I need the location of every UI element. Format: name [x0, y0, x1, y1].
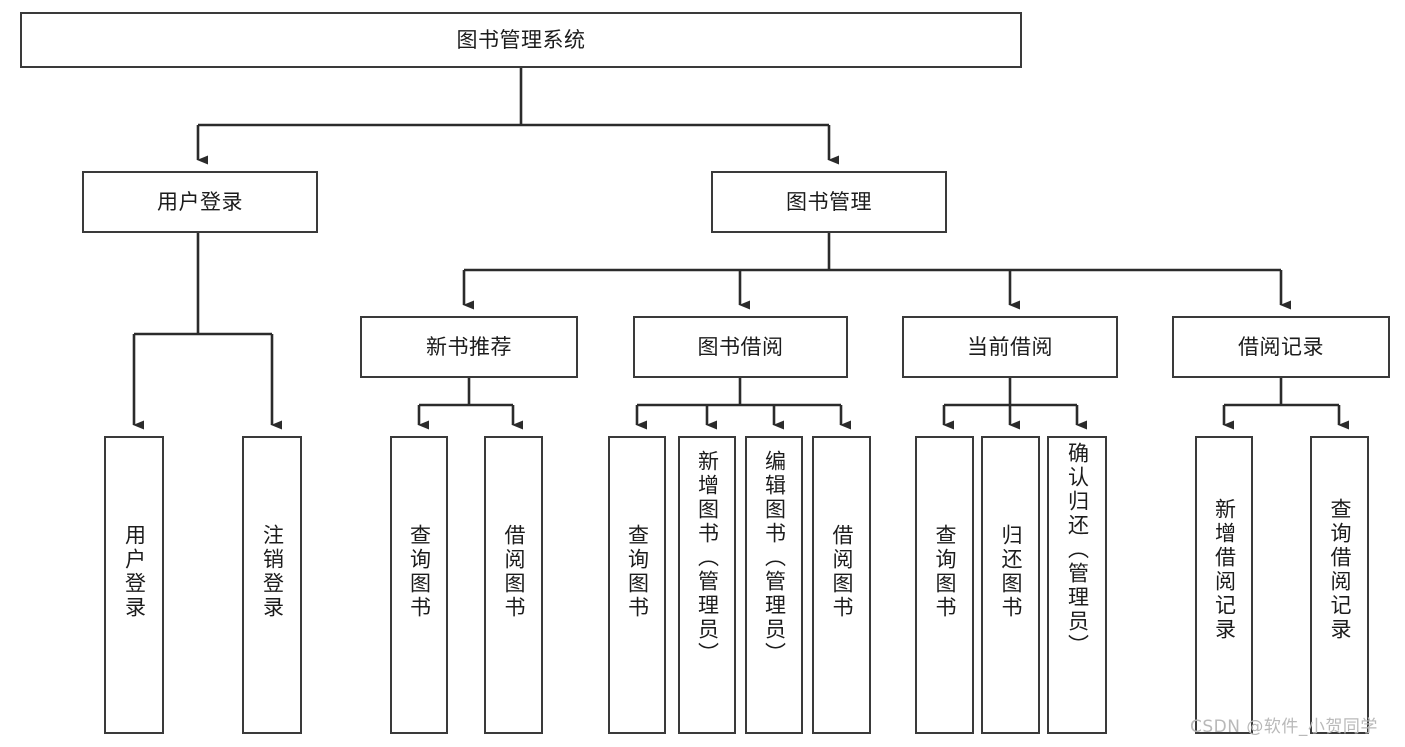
node-current-borrow[interactable]: 当前借阅	[902, 316, 1118, 378]
node-leaf-return-book[interactable]: 归还图书	[981, 436, 1040, 734]
node-leaf-confirm-return[interactable]: 确认归还（管理员）	[1047, 436, 1107, 734]
node-leaf-query-book-3[interactable]: 查询图书	[915, 436, 974, 734]
node-new-book-recommend[interactable]: 新书推荐	[360, 316, 578, 378]
node-leaf-borrow-book-1[interactable]: 借阅图书	[484, 436, 543, 734]
node-book-manage[interactable]: 图书管理	[711, 171, 947, 233]
node-leaf-edit-book-admin[interactable]: 编辑图书（管理员）	[745, 436, 803, 734]
node-user-login[interactable]: 用户登录	[82, 171, 318, 233]
node-leaf-query-book-1[interactable]: 查询图书	[390, 436, 448, 734]
node-leaf-borrow-book-2[interactable]: 借阅图书	[812, 436, 871, 734]
node-leaf-confirm-return-label: 确认归还（管理员）	[1065, 442, 1090, 658]
node-book-borrow[interactable]: 图书借阅	[633, 316, 848, 378]
node-user-login-label: 用户登录	[157, 189, 243, 214]
node-leaf-query-book-1-label: 查询图书	[407, 524, 432, 620]
node-leaf-user-login-label: 用户登录	[122, 524, 147, 620]
node-leaf-add-book-admin[interactable]: 新增图书（管理员）	[678, 436, 736, 734]
node-leaf-query-book-2-label: 查询图书	[625, 524, 650, 620]
node-leaf-query-book-2[interactable]: 查询图书	[608, 436, 666, 734]
node-leaf-query-borrow-record[interactable]: 查询借阅记录	[1310, 436, 1369, 734]
node-root[interactable]: 图书管理系统	[20, 12, 1022, 68]
node-book-borrow-label: 图书借阅	[697, 334, 784, 359]
node-leaf-user-logout[interactable]: 注销登录	[242, 436, 302, 734]
node-leaf-edit-book-admin-label: 编辑图书（管理员）	[762, 450, 787, 666]
node-leaf-query-book-3-label: 查询图书	[933, 524, 957, 620]
node-leaf-add-book-admin-label: 新增图书（管理员）	[695, 450, 720, 666]
node-root-label: 图书管理系统	[456, 27, 586, 52]
node-leaf-return-book-label: 归还图书	[999, 524, 1023, 620]
node-leaf-add-borrow-record-label: 新增借阅记录	[1212, 498, 1237, 642]
watermark: CSDN @软件_小贺同学	[1190, 717, 1378, 737]
node-new-book-recommend-label: 新书推荐	[426, 334, 512, 359]
node-leaf-user-login[interactable]: 用户登录	[104, 436, 164, 734]
node-borrow-record-label: 借阅记录	[1238, 334, 1324, 359]
node-leaf-borrow-book-1-label: 借阅图书	[502, 524, 526, 620]
node-leaf-query-borrow-record-label: 查询借阅记录	[1328, 498, 1352, 642]
node-borrow-record[interactable]: 借阅记录	[1172, 316, 1390, 378]
node-leaf-user-logout-label: 注销登录	[260, 524, 285, 620]
node-leaf-add-borrow-record[interactable]: 新增借阅记录	[1195, 436, 1253, 734]
node-leaf-borrow-book-2-label: 借阅图书	[830, 524, 854, 620]
node-current-borrow-label: 当前借阅	[967, 334, 1053, 359]
node-book-manage-label: 图书管理	[786, 189, 872, 214]
